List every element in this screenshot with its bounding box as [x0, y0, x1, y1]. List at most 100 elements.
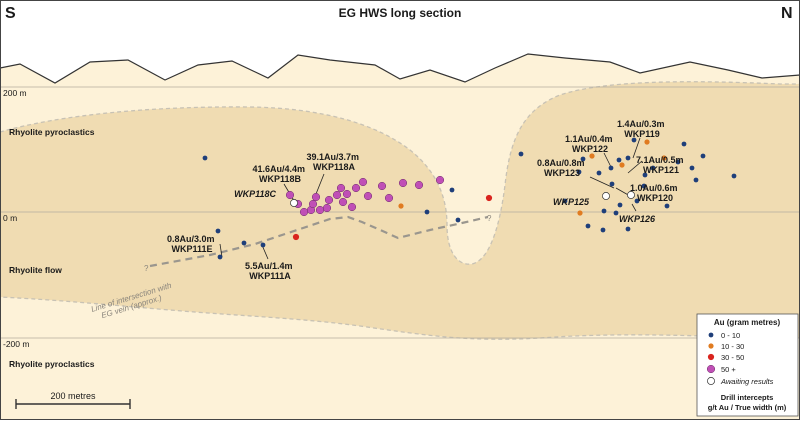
label-wkp122: 1.1Au/0.4m WKP122 [565, 134, 615, 154]
drill-intercept-4 [260, 242, 266, 248]
label-wkp125: WKP125 [553, 197, 590, 207]
drill-intercept-55 [641, 183, 647, 189]
legend-swatch-30-50 [707, 353, 715, 361]
label-wkp118b-line-1: 41.6Au/4.4m [252, 164, 305, 174]
label-wkp118c-line-1: WKP118C [234, 189, 276, 199]
drill-intercept-5 [217, 254, 223, 260]
drill-intercept-13 [322, 203, 332, 213]
label-wkp111a: 5.5Au/1.4m WKP111A [245, 261, 295, 281]
drill-intercept-56 [634, 198, 640, 204]
label-wkp119: 1.4Au/0.3m WKP119 [617, 119, 667, 139]
drill-intercept-49 [675, 159, 681, 165]
annotations: WKP118C 41.6Au/4.4m WKP118B 39.1Au/3.7m … [167, 119, 684, 281]
drill-intercept-19 [347, 202, 357, 212]
legend-label-10-30: 10 - 30 [721, 342, 744, 351]
label-wkp119-line-1: 1.4Au/0.3m [617, 119, 665, 129]
drill-intercept-11 [311, 192, 321, 202]
unit-label-rhyolite-pyroclastics-top: Rhyolite pyroclastics [9, 127, 95, 137]
leader-wkp111e [219, 243, 223, 258]
drill-intercept-30 [424, 209, 430, 215]
drill-intercept-27 [435, 175, 445, 185]
drill-intercept-53 [731, 173, 737, 179]
drill-intercept-60 [617, 202, 623, 208]
vein-question-mark-left: ? [144, 264, 149, 273]
label-wkp122-line-1: 1.1Au/0.4m [565, 134, 613, 144]
drill-intercept-23 [377, 181, 387, 191]
legend-label-0-10: 0 - 10 [721, 331, 740, 340]
drill-intercept-68 [625, 226, 631, 232]
leader-wkp121 [627, 160, 643, 174]
drill-intercept-12 [315, 205, 325, 215]
drill-intercept-2 [215, 228, 221, 234]
vein-intersection-line [149, 215, 489, 268]
drill-intercept-51 [689, 165, 695, 171]
drill-intercept-37 [589, 153, 595, 159]
scale-bar: 200 metres [15, 391, 131, 409]
drill-intercept-48 [661, 155, 667, 161]
leader-wkp119 [632, 137, 641, 159]
label-wkp126: WKP126 [619, 214, 656, 224]
legend-label-50-plus: 50 + [721, 365, 736, 374]
drill-intercept-63 [577, 210, 583, 216]
figure-title: EG HWS long section [339, 6, 462, 20]
legend-label-awaiting: Awaiting results [720, 377, 774, 386]
label-wkp118a-line-2: WKP118A [313, 162, 356, 172]
drill-intercept-8 [299, 207, 309, 217]
drill-intercept-25 [398, 178, 408, 188]
drill-intercept-62 [585, 223, 591, 229]
drill-intercept-41 [616, 157, 622, 163]
label-wkp111a-line-2: WKP111A [249, 271, 291, 281]
label-wkp126-line-1: WKP126 [619, 214, 656, 224]
drill-intercept-43 [625, 155, 631, 161]
scale-bar-label: 200 metres [50, 391, 96, 401]
leader-wkp123 [589, 176, 615, 189]
drill-intercept-18 [342, 189, 352, 199]
label-wkp121-line-2: WKP121 [643, 165, 679, 175]
drill-intercept-61 [601, 208, 607, 214]
label-wkp120: 1.0Au/0.6m WKP120 [630, 183, 680, 203]
leader-wkp126 [631, 203, 637, 212]
label-wkp120-line-2: WKP120 [637, 193, 673, 203]
drill-intercept-1 [202, 155, 208, 161]
drill-intercept-21 [358, 177, 368, 187]
label-wkp123: 0.8Au/0.8m WKP123 [537, 158, 587, 178]
drill-intercept-42 [619, 162, 625, 168]
drill-intercept-47 [650, 165, 656, 171]
direction-north: N [781, 5, 793, 22]
drill-intercept-64 [613, 210, 619, 216]
drill-intercept-28 [290, 199, 298, 207]
elevation-label-minus-200: -200 m [3, 339, 29, 349]
drill-intercept-58 [627, 191, 635, 199]
label-wkp122-line-2: WKP122 [572, 144, 608, 154]
legend-swatch-10-30 [708, 343, 714, 349]
drill-intercept-46 [644, 139, 650, 145]
drill-intercept-20 [351, 183, 361, 193]
drill-intercept-29 [398, 203, 404, 209]
drill-intercept-54 [693, 177, 699, 183]
drill-intercept-59 [609, 181, 615, 187]
label-wkp111e-line-1: 0.8Au/3.0m [167, 234, 215, 244]
label-wkp120-line-1: 1.0Au/0.6m [630, 183, 678, 193]
drill-intercept-33 [292, 233, 300, 241]
drill-intercept-3 [241, 240, 247, 246]
direction-south: S [5, 5, 16, 22]
drill-intercept-10 [308, 199, 318, 209]
elevation-label-0: 0 m [3, 213, 17, 223]
drill-intercept-57 [602, 192, 610, 200]
unit-label-rhyolite-pyroclastics-bottom: Rhyolite pyroclastics [9, 359, 95, 369]
unit-label-rhyolite-flow: Rhyolite flow [9, 265, 62, 275]
drill-intercept-39 [596, 170, 602, 176]
label-wkp123-line-1: 0.8Au/0.8m [537, 158, 585, 168]
label-wkp118b-line-2: WKP118B [259, 174, 302, 184]
drill-intercept-26 [414, 180, 424, 190]
drill-intercept-66 [664, 203, 670, 209]
drill-intercept-17 [338, 197, 348, 207]
drill-intercept-45 [642, 172, 648, 178]
drill-intercept-44 [631, 137, 637, 143]
drill-intercepts [202, 137, 737, 260]
label-wkp111e: 0.8Au/3.0m WKP111E [167, 234, 217, 254]
legend-swatch-0-10 [708, 332, 714, 338]
label-wkp123-line-2: WKP123 [544, 168, 580, 178]
legend-swatch-50-plus [706, 364, 716, 374]
